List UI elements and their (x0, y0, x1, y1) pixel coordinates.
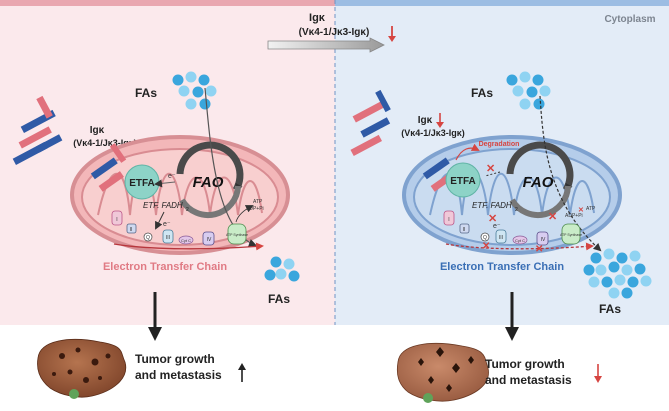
right-block-x-etc-2: ✕ (535, 244, 543, 255)
left-liver-illustration (37, 339, 127, 399)
right-cristae (429, 172, 595, 216)
left-complex-i (111, 210, 123, 226)
left-igk-antibodies (12, 95, 63, 165)
right-complex-i-label: I (448, 217, 449, 223)
left-electron-label-2: e⁻ (163, 221, 171, 228)
right-electron-label-2: e⁻ (493, 223, 501, 230)
right-fa-entry-arrow-dashed (539, 95, 602, 252)
right-etc-flow-arrow-dashed (445, 242, 594, 251)
left-antibody-on-mito (90, 143, 127, 192)
right-cytochrome-c-label: Cyt C (515, 238, 525, 243)
right-outcome-line2: and metastasis (485, 373, 572, 387)
left-outcome-line2: and metastasis (135, 368, 222, 382)
left-electron-arrow-2 (155, 211, 165, 230)
right-ubiquinone-label: Q (483, 235, 487, 241)
left-etc-flow-arrow (113, 242, 264, 251)
right-igk-down-arrow (436, 113, 444, 128)
right-complex-iii (495, 229, 507, 244)
right-atp-synthase-label: ATP Synthase (560, 233, 582, 237)
right-complex-iv (536, 231, 549, 246)
right-atp-synthase (561, 223, 581, 245)
right-complex-ii (459, 223, 470, 234)
left-atp-label: ATP (253, 199, 263, 205)
right-fas-top-label: FAs (471, 86, 493, 100)
right-adp-label: ADP+Pi (565, 213, 583, 219)
left-igk-subtitle: (Vκ4-1/Jκ3-Igκ) (73, 138, 137, 148)
left-etf-fadh-label: ETF. FADH (143, 201, 183, 210)
header-gradient-arrow (267, 37, 385, 53)
left-etc-label: Electron Transfer Chain (103, 261, 227, 273)
right-degradation-arrow (455, 143, 480, 161)
left-fao-cycle-arrow-1 (176, 141, 244, 192)
left-cytochrome-c (178, 235, 194, 245)
right-block-x-1: ✕ (486, 163, 495, 175)
left-igk-label: Igκ (90, 125, 105, 136)
left-electron-arrow-1 (154, 179, 176, 188)
left-fa-dots-bottom (264, 256, 300, 282)
left-etf-sub: 2 (186, 207, 189, 213)
left-etfa-label: ETFA (129, 178, 155, 189)
right-complex-i (443, 210, 455, 226)
left-complex-i-label: I (116, 217, 117, 223)
right-fa-dots-top (506, 71, 551, 110)
right-block-x-2: ✕ (488, 213, 497, 225)
right-etfa-label: ETFA (450, 176, 476, 187)
right-degradation-label: Degradation (479, 141, 520, 148)
right-fao-cycle-arrow-2 (509, 185, 571, 219)
header-igk-label: Igκ (309, 12, 326, 24)
left-complex-iii-label: III (166, 235, 170, 241)
right-complex-iii-label: III (499, 235, 503, 241)
right-fao-cycle-arrow-1 (506, 141, 574, 192)
right-atp-label: ATP (586, 206, 596, 212)
header-igk-subtitle: (Vκ4-1/Jκ3-Igκ) (299, 27, 370, 38)
right-etf-sub: 2 (515, 207, 518, 213)
left-adp-label: ADP+Pi (246, 206, 264, 212)
left-complex-iii (162, 229, 174, 244)
left-ubiquinone-label: Q (146, 235, 150, 241)
right-complex-ii-label: II (463, 227, 466, 233)
header-down-arrow (388, 26, 396, 42)
right-block-x-3: ✕ (548, 211, 557, 223)
left-complex-ii (126, 223, 137, 234)
left-atp-synthase (227, 223, 247, 245)
left-ubiquinone (143, 232, 153, 242)
right-block-x-etc-1: ✕ (482, 241, 490, 252)
left-complex-iv (202, 231, 215, 246)
left-membrane-strip (0, 0, 335, 6)
right-cytochrome-c (512, 235, 528, 245)
right-ubiquinone (480, 232, 490, 242)
right-igk-subtitle: (Vκ4-1/Jκ3-Igκ) (401, 128, 465, 138)
right-block-x-atp: ✕ (578, 207, 584, 214)
left-atp-arrow (235, 205, 254, 223)
left-electron-label-1: e⁻ (168, 173, 176, 180)
left-atp-synthase-label: ATP Synthase (226, 233, 248, 237)
left-complex-ii-label: II (130, 227, 133, 233)
left-fas-bottom-label: FAs (268, 292, 290, 306)
right-etf-fadh-label: ETF. FADH (472, 201, 512, 210)
left-fas-top-label: FAs (135, 86, 157, 100)
left-complex-iv-label: IV (207, 237, 212, 243)
left-fa-dots-top (172, 71, 217, 110)
left-up-arrow (238, 363, 246, 382)
left-cytochrome-c-label: Cyt C (181, 238, 191, 243)
right-liver-illustration (396, 343, 489, 403)
right-outcome-line1: Tumor growth (485, 357, 565, 371)
right-igk-antibodies (350, 89, 391, 157)
right-electron-arrow-1 (484, 171, 501, 177)
right-fa-dots-bottom (583, 248, 652, 299)
right-complex-iv-label: IV (541, 237, 546, 243)
right-membrane-strip (335, 0, 669, 6)
right-etc-label: Electron Transfer Chain (440, 261, 564, 273)
right-etfa-circle (445, 162, 481, 198)
cytoplasm-label: Cytoplasm (604, 14, 655, 25)
left-fao-cycle-arrow-2 (179, 185, 241, 219)
right-red-down-arrow (594, 364, 602, 383)
left-cristae (97, 172, 263, 216)
right-fao-label: FAO (523, 174, 554, 191)
left-outcome-line1: Tumor growth (135, 352, 215, 366)
right-fas-bottom-label: FAs (599, 302, 621, 316)
right-igk-label: Igκ (418, 115, 433, 126)
